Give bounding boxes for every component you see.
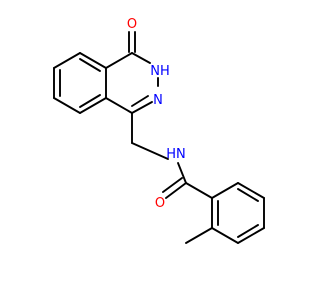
- bond: [211, 227, 239, 244]
- bond: [237, 182, 265, 199]
- bond: [53, 97, 81, 114]
- bond: [165, 182, 187, 199]
- bond: [185, 227, 213, 244]
- atom-label-amide-nitrogen-hydrogen: HN: [166, 147, 186, 162]
- bond: [79, 94, 101, 108]
- bond: [79, 58, 101, 72]
- bond: [237, 227, 265, 244]
- atom-label-amide-hydrogen: H: [166, 147, 176, 162]
- bond: [131, 142, 169, 160]
- bond: [162, 177, 183, 193]
- atom-label-amide-oxygen: O: [155, 196, 165, 211]
- bond: [237, 224, 259, 238]
- bond: [131, 52, 151, 64]
- molecule-structure-drawing: O NH N HN O: [53, 17, 265, 244]
- bond: [237, 188, 259, 202]
- bond: [105, 52, 133, 69]
- atom-label-nitrogen-ring: N: [153, 93, 163, 108]
- bond-lines: [53, 31, 265, 244]
- atom-label-oxygen: O: [127, 17, 137, 32]
- bond: [185, 182, 213, 199]
- bond: [131, 95, 149, 107]
- atom-label-nitrogen-hydrogen-ring: NH: [150, 64, 170, 79]
- atom-label-amide-nitrogen: N: [176, 147, 186, 162]
- bond: [53, 52, 81, 69]
- bond: [211, 182, 239, 199]
- bond: [105, 97, 133, 114]
- bond: [131, 101, 153, 114]
- atom-label-nitrogen-ring-n: N: [150, 64, 160, 79]
- bond: [79, 52, 107, 69]
- atom-labels: O NH N HN O: [127, 17, 186, 211]
- bond: [79, 97, 107, 114]
- atom-label-nitrogen-ring-h: H: [160, 64, 170, 79]
- bond: [177, 162, 187, 184]
